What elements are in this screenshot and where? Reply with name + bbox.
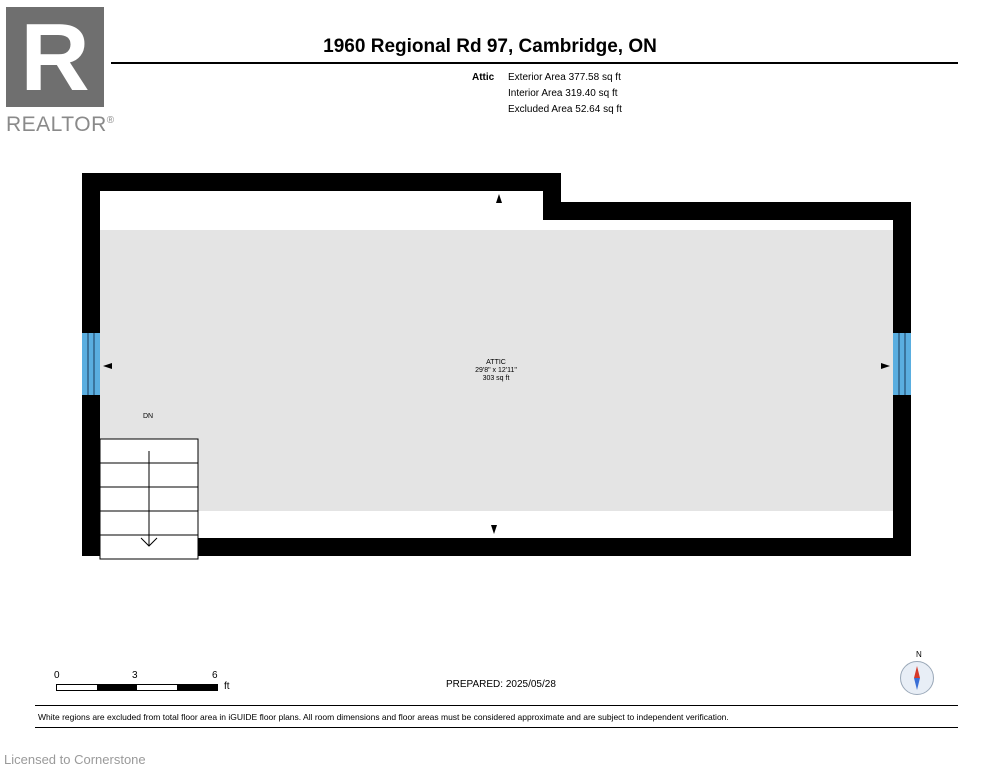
room-dimensions: 29'8" x 12'11" <box>475 367 517 374</box>
stairs <box>99 438 199 560</box>
scale-ruler <box>56 684 218 691</box>
arrow-down-icon <box>491 525 497 534</box>
prepared-date: PREPARED: 2025/05/28 <box>446 679 556 690</box>
realtor-logo-text: REALTOR® <box>6 113 115 136</box>
window-left <box>82 333 100 395</box>
disclaimer: White regions are excluded from total fl… <box>38 712 729 722</box>
scale-label-6: 6 <box>212 670 218 681</box>
page-title: 1960 Regional Rd 97, Cambridge, ON <box>323 36 657 57</box>
compass-north-label: N <box>916 650 922 659</box>
footer-divider-top <box>35 705 958 706</box>
window-right <box>893 333 911 395</box>
room-area-label: 303 sq ft <box>483 375 510 382</box>
stairs-down-arrow-icon <box>140 537 158 547</box>
scale-bar: 0 3 6 ft <box>54 670 244 696</box>
arrow-left-icon <box>103 363 112 369</box>
scale-unit: ft <box>224 681 230 692</box>
footer-divider-bottom <box>35 727 958 728</box>
room-area <box>100 230 893 511</box>
realtor-logo: R REALTOR® <box>6 4 116 137</box>
license-text: Licensed to Cornerstone <box>4 752 146 767</box>
exterior-area: Exterior Area 377.58 sq ft <box>508 72 621 83</box>
compass-needle-icon <box>914 666 920 690</box>
area-floor-label: Attic <box>472 72 495 83</box>
excluded-area: Excluded Area 52.64 sq ft <box>508 104 622 115</box>
stairs-label: DN <box>143 413 153 420</box>
scale-label-3: 3 <box>132 670 138 681</box>
arrow-up-icon <box>496 194 502 203</box>
realtor-logo-mark: R <box>6 4 104 111</box>
interior-area: Interior Area 319.40 sq ft <box>508 88 618 99</box>
compass-icon: N <box>900 650 936 696</box>
scale-label-0: 0 <box>54 670 60 681</box>
arrow-right-icon <box>881 363 890 369</box>
room-name: ATTIC <box>486 359 506 366</box>
title-divider <box>111 62 958 64</box>
